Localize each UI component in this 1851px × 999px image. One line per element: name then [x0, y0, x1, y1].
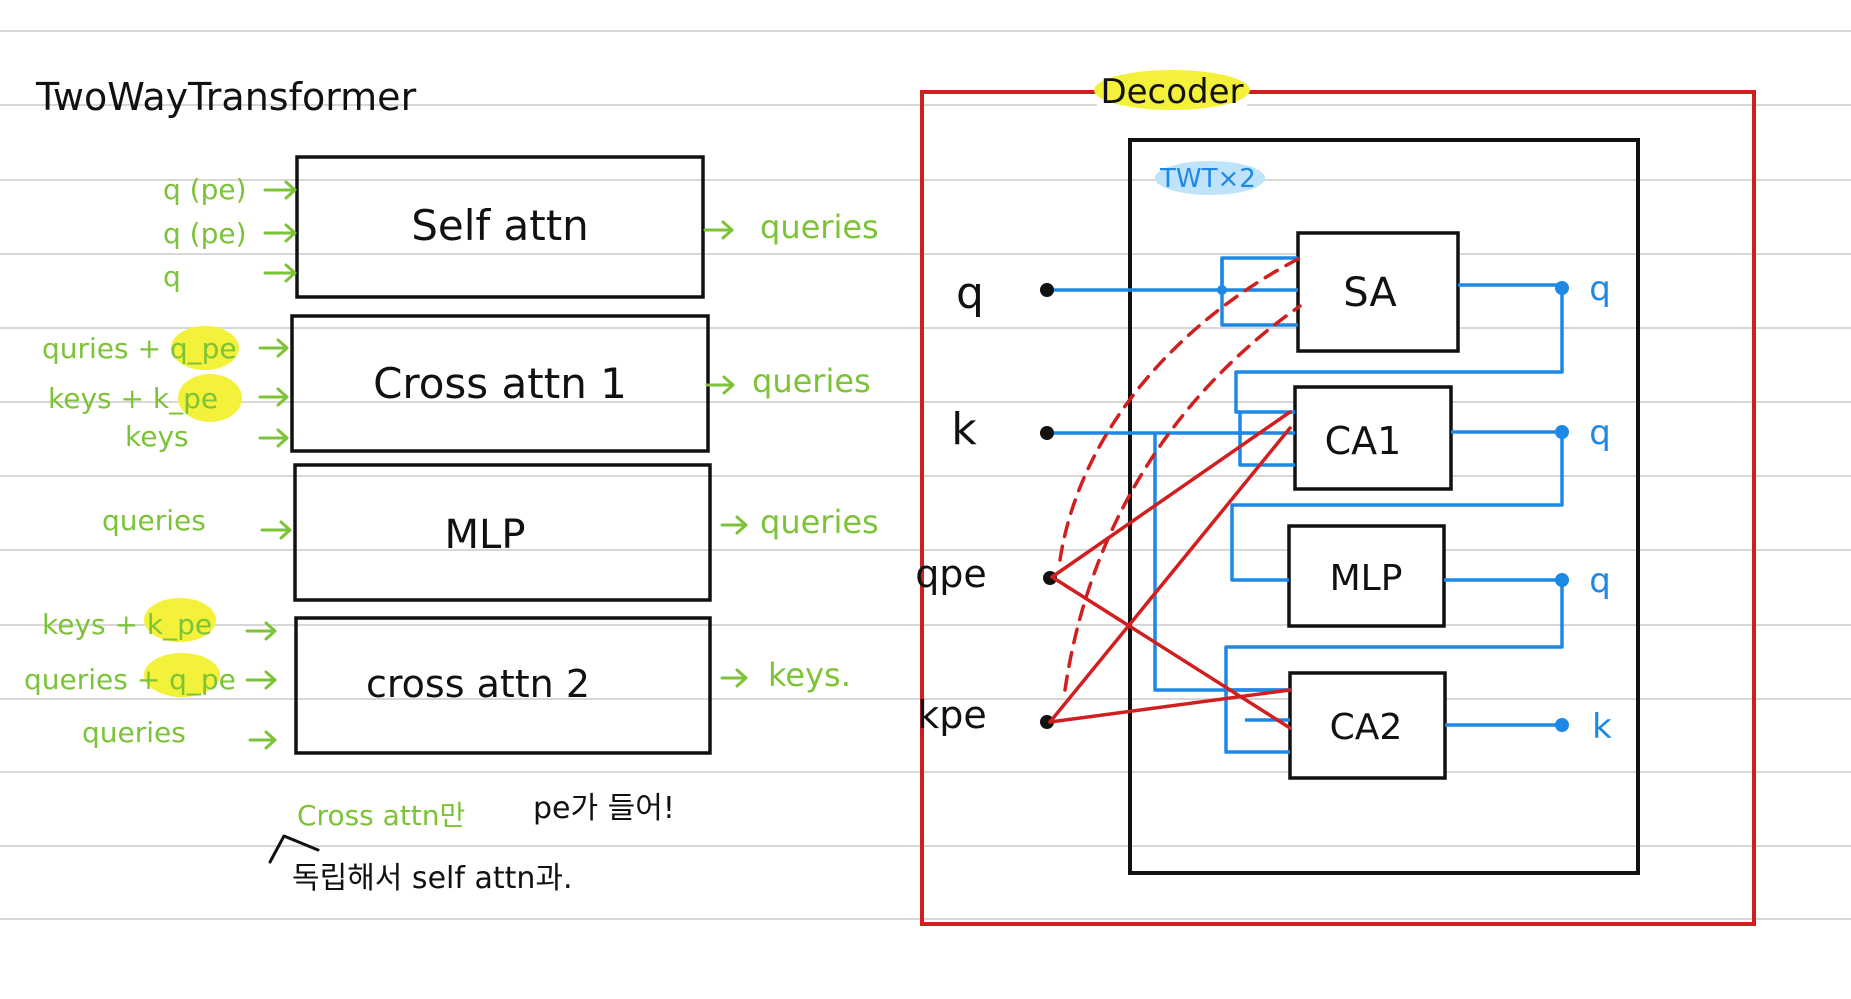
ca1-output-label: q [1589, 413, 1611, 453]
sa-output-label: q [1589, 269, 1611, 309]
ca1-block [1293, 385, 1453, 491]
cross-attn-2-block [294, 616, 712, 755]
self-attn-label: Self attn [411, 201, 589, 250]
cross-attn-1-label: Cross attn 1 [373, 359, 627, 408]
caret-mark [268, 834, 320, 864]
sa-block [1296, 231, 1460, 353]
self-attn-input-1: q (pe) [163, 173, 247, 206]
mlp-input: queries [102, 504, 206, 537]
cross-attn-1-input-1: quries + q_pe [42, 332, 237, 365]
cross-attn-2-output: keys. [768, 656, 851, 694]
mlp-output-label: q [1589, 561, 1611, 601]
red-wires [1048, 410, 1292, 730]
cross-attn-2-input-3: queries [82, 716, 186, 749]
red-dashed-wires [1058, 256, 1302, 692]
mlp-block [293, 463, 712, 602]
self-attn-input-2: q (pe) [163, 217, 247, 250]
self-attn-block [295, 155, 705, 299]
cross-attn-1-input-3: keys [125, 420, 189, 453]
highlights [144, 326, 242, 697]
mlp-block-right [1287, 524, 1446, 628]
decoder-label: Decoder [1100, 72, 1243, 112]
input-q-label: q [956, 268, 984, 319]
input-dots [1040, 283, 1057, 729]
output-dots [1217, 281, 1569, 732]
ruled-lines [0, 30, 1851, 920]
decoder-highlight [1094, 70, 1250, 110]
twt-label: TWT×2 [1159, 164, 1256, 194]
blue-wires [1048, 256, 1564, 754]
input-qpe-label: qpe [915, 552, 987, 596]
note-green: Cross attn만 [297, 799, 465, 832]
ca1-label: CA1 [1325, 419, 1402, 463]
input-kpe-label: kpe [917, 693, 987, 737]
sa-label: SA [1343, 270, 1397, 316]
mlp-label: MLP [445, 512, 526, 558]
cross-attn-2-input-2: queries + q_pe [24, 663, 236, 696]
cross-attn-2-input-1: keys + k_pe [42, 608, 212, 641]
page-title: TwoWayTransformer [35, 75, 417, 119]
cross-attn-1-output: queries [752, 362, 871, 400]
ca2-block [1288, 671, 1447, 780]
self-attn-input-3: q [163, 260, 181, 293]
ca2-output-label: k [1592, 707, 1612, 747]
input-k-label: k [951, 404, 977, 455]
cross-attn-2-label: cross attn 2 [366, 662, 590, 706]
note-black: pe가 들어! [533, 791, 675, 826]
output-arrows [703, 220, 748, 688]
cross-attn-1-input-2: keys + k_pe [48, 382, 218, 415]
input-arrows [245, 180, 297, 750]
ca2-label: CA2 [1330, 707, 1403, 748]
twt-frame [1128, 138, 1640, 875]
self-attn-output: queries [760, 208, 879, 246]
mlp-output: queries [760, 503, 879, 541]
decoder-frame [920, 90, 1756, 926]
mlp-label-right: MLP [1330, 558, 1403, 599]
twt-highlight [1155, 161, 1265, 195]
note-below: 독립해서 self attn과. [292, 861, 573, 896]
